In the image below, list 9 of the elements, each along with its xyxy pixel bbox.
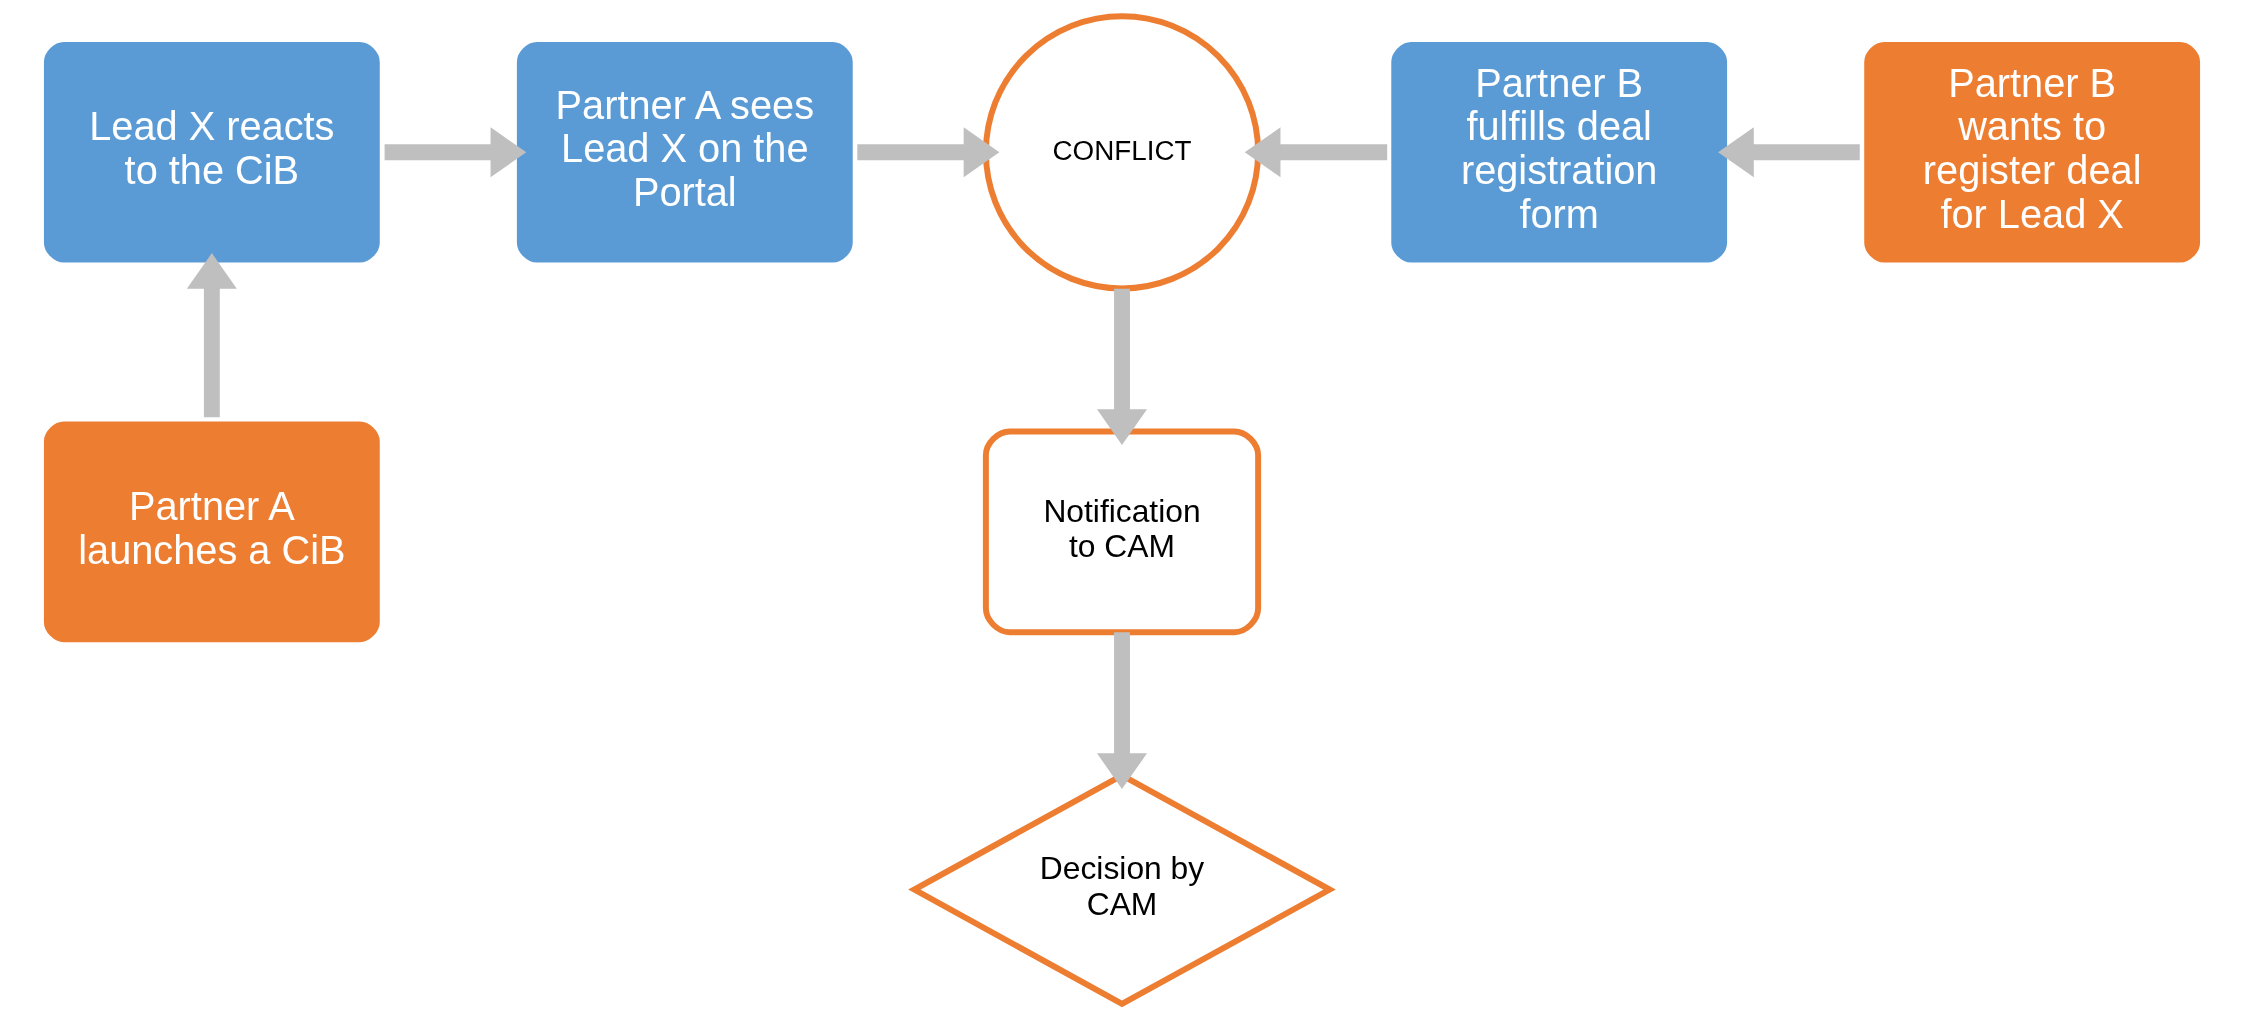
arrow [857,127,1000,178]
arrow [1097,632,1147,790]
arrow [186,253,237,418]
arrow [1718,127,1860,178]
arrow [384,127,527,178]
arrow [1244,127,1388,178]
arrow [1097,288,1147,445]
node-box: Notification to CAM [982,428,1262,636]
node-circle: CONFLICT [982,13,1262,292]
